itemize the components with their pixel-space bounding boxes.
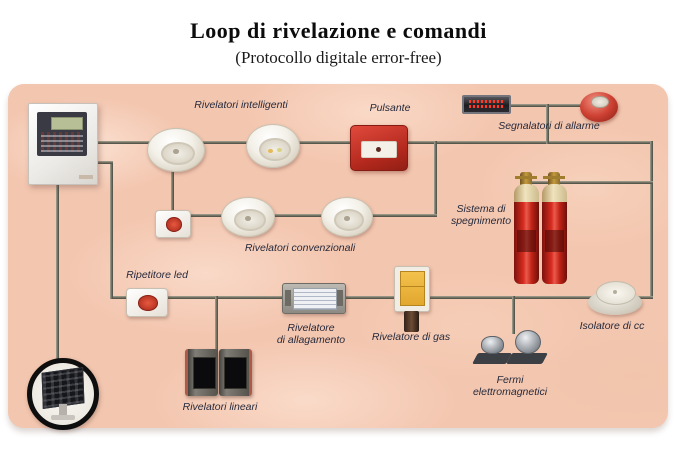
- isolator-pin: [613, 290, 617, 294]
- intelligent-detector-2: [246, 124, 300, 168]
- brand-tag: [79, 175, 93, 179]
- linear-detector-1: [185, 349, 218, 396]
- cylinder-valve: [515, 172, 537, 186]
- conventional-detector-1: [221, 197, 275, 237]
- board-foot: [51, 415, 75, 420]
- page-subtitle: (Protocollo digitale error-free): [235, 48, 442, 67]
- control-panel-display: [37, 112, 87, 156]
- label-conventional-detectors: Rivelatori convenzionali: [244, 242, 356, 254]
- wire-conventional-branch-v: [434, 141, 437, 217]
- flood-face: [293, 288, 337, 310]
- gas-detector-device: [394, 266, 430, 332]
- flood-detector-device: [282, 283, 346, 314]
- label-flood-detector: Rivelatore di allagamento: [276, 322, 346, 347]
- label-electromagnetic-holders: Fermi elettromagnetici: [472, 374, 548, 399]
- detector-led: [277, 148, 283, 153]
- wire-panel-jog: [95, 161, 113, 164]
- extinguisher-cylinder-1: [514, 172, 539, 284]
- wire-panel-drop: [56, 181, 59, 363]
- label-led-repeater: Ripetitore led: [126, 269, 188, 281]
- wire-conventional-branch-h: [186, 214, 437, 217]
- call-point-window: [361, 141, 397, 158]
- manual-call-point: [350, 125, 408, 171]
- wire-linear-drop: [215, 296, 218, 353]
- beam-window: [224, 357, 247, 389]
- detector-led: [267, 149, 273, 154]
- wire-alarm-branch-v: [546, 104, 549, 144]
- cylinder-label-band: [545, 230, 564, 252]
- wire-cylinder-branch: [520, 181, 653, 184]
- board-stand: [59, 404, 67, 416]
- wire-main-loop-bottom: [111, 296, 653, 299]
- holder-plate: [506, 353, 548, 364]
- led-text-row: [469, 100, 504, 103]
- cylinder-label-band: [517, 230, 536, 252]
- detector-center: [344, 216, 350, 221]
- wire-loop-right: [650, 141, 653, 298]
- label-intelligent-detectors: Rivelatori intelligenti: [194, 99, 288, 111]
- wire-holder-drop: [512, 296, 515, 334]
- label-alarm-signals: Segnalatori di allarme: [498, 120, 600, 132]
- alarm-beacon: [580, 92, 618, 122]
- cylinder-valve: [543, 172, 565, 186]
- remote-led-module: [155, 210, 191, 238]
- led-text-row: [469, 105, 504, 108]
- gas-sensor: [404, 311, 419, 332]
- label-extinguishing-system: Sistema di spegnimento: [450, 203, 512, 228]
- led-repeater-device: [126, 288, 168, 317]
- label-short-circuit-isolator: Isolatore di cc: [579, 320, 645, 332]
- wire-detector-drop: [171, 165, 174, 213]
- conventional-detector-2: [321, 197, 373, 237]
- flood-end-cap: [285, 290, 291, 306]
- short-circuit-isolator-device: [588, 281, 642, 315]
- linear-detector-2: [219, 349, 252, 396]
- module-red-led: [165, 217, 183, 233]
- module-red-led: [138, 295, 158, 311]
- lcd-screen: [51, 117, 83, 130]
- detector-ring: [259, 137, 291, 161]
- beam-window: [193, 357, 216, 389]
- page-title: Loop di rivelazione e comandi: [190, 18, 487, 43]
- detector-center: [244, 216, 252, 221]
- extinguisher-cylinder-2: [542, 172, 567, 284]
- label-linear-detectors: Rivelatori lineari: [182, 401, 258, 413]
- gas-face: [400, 271, 425, 306]
- detector-center: [172, 149, 180, 155]
- holder-core: [481, 336, 504, 354]
- alarm-led-sign: [462, 95, 511, 114]
- wire-loop-left: [110, 161, 113, 299]
- diagram-panel: Rivelatori intelligenti Pulsante Segnala…: [8, 84, 668, 430]
- label-gas-detector: Rivelatore di gas: [371, 331, 451, 343]
- loop-card-magnifier: [27, 358, 99, 430]
- control-panel-device: [28, 103, 98, 185]
- beacon-cap: [591, 95, 609, 108]
- holder-core: [515, 330, 541, 354]
- cylinder-shoulder: [514, 184, 539, 206]
- electromagnetic-holder-1: [472, 336, 512, 364]
- wire-alarm-branch-h: [509, 104, 582, 107]
- intelligent-detector-1: [147, 128, 205, 172]
- circuit-board: [41, 366, 85, 410]
- label-call-point: Pulsante: [369, 102, 411, 114]
- flood-end-cap: [337, 290, 343, 306]
- keypad: [41, 132, 83, 152]
- electromagnetic-holder-2: [506, 330, 548, 364]
- cylinder-shoulder: [542, 184, 567, 206]
